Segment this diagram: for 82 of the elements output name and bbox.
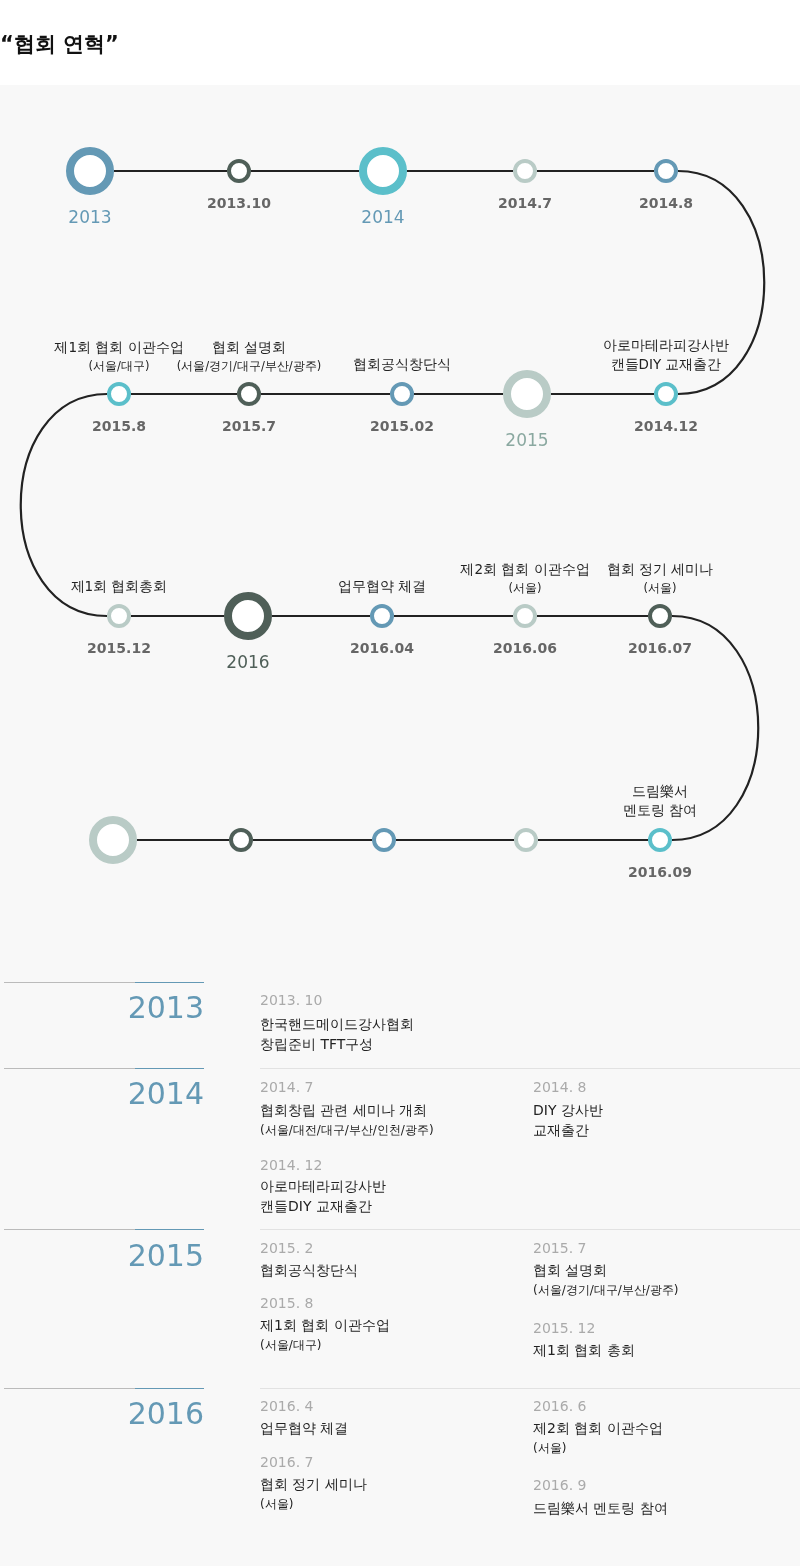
location-note: (서울/대전/대구/부산/인천/광주) xyxy=(260,1122,434,1139)
location-note: (서울) xyxy=(508,580,542,597)
timeline-line xyxy=(551,392,654,396)
date-text: 2016. 9 xyxy=(533,1476,587,1495)
location-note: (서울/대구) xyxy=(260,1337,322,1354)
date-label: 2015.02 xyxy=(370,417,434,436)
year-heading: 2015 xyxy=(127,1238,204,1274)
location-note: (서울) xyxy=(260,1496,294,1513)
event-text: 협회공식창단식 xyxy=(260,1261,358,1280)
date-text: 2015. 2 xyxy=(260,1239,314,1258)
event-text: 드림樂서 멘토링 참여 xyxy=(621,781,699,821)
timeline-line xyxy=(19,392,108,618)
event-text: 업무협약 체결 xyxy=(260,1419,349,1438)
date-text: 2015. 7 xyxy=(533,1239,587,1258)
event-text: 협회창립 관련 세미나 개최 xyxy=(260,1101,428,1120)
year-label: 2013 xyxy=(68,206,112,229)
event-text: 협회 정기 세미나 xyxy=(606,560,714,580)
event-text: 협회 설명회 xyxy=(533,1261,608,1280)
event-text: 제1회 협회총회 xyxy=(70,577,168,597)
timeline-line xyxy=(537,614,648,618)
event-text: 협회 정기 세미나 xyxy=(260,1475,367,1494)
event-text: 제2회 협회 이관수업 xyxy=(460,560,590,580)
timeline-line xyxy=(407,169,513,173)
timeline-line xyxy=(414,392,503,396)
year-label: 2016 xyxy=(226,651,270,674)
timeline-line xyxy=(114,169,227,173)
location-note: (서울) xyxy=(643,580,677,597)
year-label: 2015 xyxy=(505,429,549,452)
date-label: 2016.04 xyxy=(350,639,414,658)
date-text: 2014. 8 xyxy=(533,1078,587,1097)
timeline-line xyxy=(538,838,648,842)
timeline-line xyxy=(671,614,760,842)
timeline-line xyxy=(137,838,229,842)
date-label: 2016.06 xyxy=(493,639,557,658)
event-text: 아로마테라피강사반 캔들DIY 교재출간 xyxy=(260,1177,387,1217)
timeline-line xyxy=(394,614,513,618)
timeline-line xyxy=(396,838,514,842)
date-text: 2013. 10 xyxy=(260,991,323,1010)
date-text: 2014. 12 xyxy=(260,1156,323,1175)
location-note: (서울) xyxy=(533,1440,567,1457)
event-text: 제2회 협회 이관수업 xyxy=(533,1419,663,1438)
timeline-line xyxy=(251,169,359,173)
page-title: “협회 연혁” xyxy=(0,31,119,58)
date-label: 2014.8 xyxy=(639,194,693,213)
date-label: 2015.7 xyxy=(222,417,276,436)
event-text: 협회공식창단식 xyxy=(353,355,451,375)
event-text: 협회 설명회 xyxy=(211,338,287,358)
year-heading: 2016 xyxy=(127,1396,204,1432)
timeline-line xyxy=(537,169,654,173)
date-text: 2015. 12 xyxy=(533,1319,596,1338)
date-label: 2014.7 xyxy=(498,194,552,213)
date-label: 2014.12 xyxy=(634,417,698,436)
event-text: 제1회 협회 이관수업 xyxy=(260,1316,390,1335)
date-label: 2016.09 xyxy=(628,863,692,882)
date-label: 2015.8 xyxy=(92,417,146,436)
date-text: 2016. 4 xyxy=(260,1397,314,1416)
event-text: DIY 강사반 교재출간 xyxy=(533,1101,604,1141)
event-text: 한국핸드메이드강사협회 창립준비 TFT구성 xyxy=(260,1015,415,1055)
year-heading: 2014 xyxy=(127,1076,204,1112)
timeline-line xyxy=(131,392,237,396)
timeline-line xyxy=(677,169,766,396)
date-text: 2016. 6 xyxy=(533,1397,587,1416)
date-label: 2016.07 xyxy=(628,639,692,658)
date-text: 2014. 7 xyxy=(260,1078,314,1097)
date-label: 2015.12 xyxy=(87,639,151,658)
location-note: (서울/경기/대구/부산/광주) xyxy=(176,358,322,375)
timeline-line xyxy=(261,392,390,396)
year-label: 2014 xyxy=(361,206,405,229)
event-text: 업무협약 체결 xyxy=(337,577,427,597)
year-heading: 2013 xyxy=(127,990,204,1026)
timeline-line xyxy=(272,614,370,618)
event-text: 드림樂서 멘토링 참여 xyxy=(533,1499,668,1518)
location-note: (서울/경기/대구/부산/광주) xyxy=(533,1282,679,1299)
event-text: 제1회 협회 이관수업 xyxy=(54,338,184,358)
event-text: 아로마테라피강사반 캔들DIY 교재출간 xyxy=(602,335,730,375)
timeline-line xyxy=(131,614,224,618)
date-text: 2015. 8 xyxy=(260,1294,314,1313)
date-text: 2016. 7 xyxy=(260,1453,314,1472)
date-label: 2013.10 xyxy=(207,194,271,213)
event-text: 제1회 협회 총회 xyxy=(533,1341,635,1360)
timeline-line xyxy=(253,838,372,842)
location-note: (서울/대구) xyxy=(88,358,150,375)
